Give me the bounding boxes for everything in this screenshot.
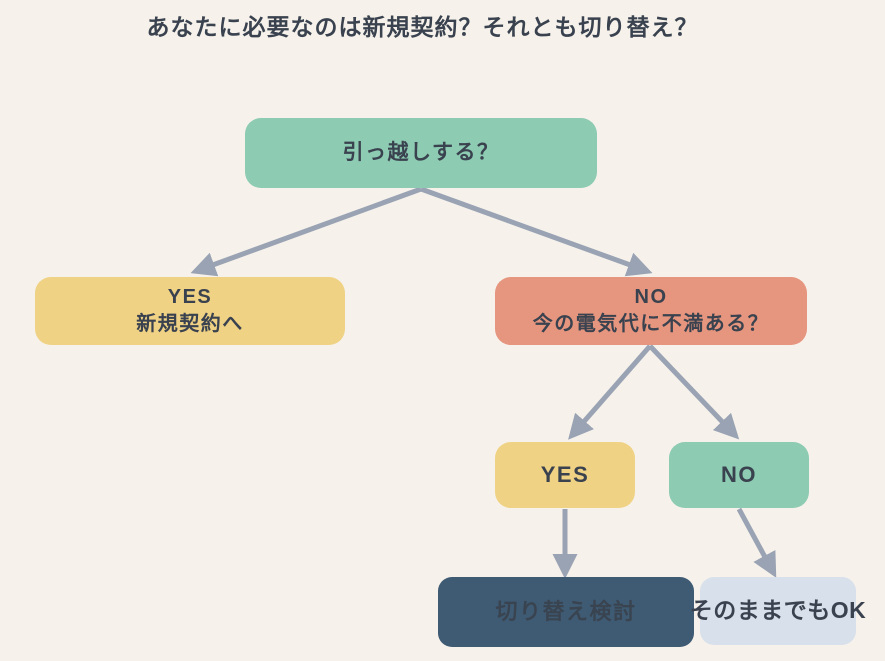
arrow-no-to-yes2 <box>568 344 652 440</box>
node-stay-ok-label: そのままでもOK <box>689 597 867 624</box>
node-stay-ok: そのままでもOK <box>690 577 866 645</box>
node-yes-dissatisfied-label: YES <box>540 462 590 488</box>
node-no-satisfied-label: NO <box>721 462 757 488</box>
node-yes-new-contract-line2: 新規契約へ <box>136 313 244 335</box>
node-yes-dissatisfied: YES <box>495 442 635 508</box>
arrow-no2-to-stay <box>736 507 777 578</box>
node-no-bill-question: NO 今の電気代に不満ある？ <box>495 277 807 345</box>
node-consider-switching: 切り替え検討 <box>438 577 694 647</box>
arrow-root-to-no <box>420 186 653 277</box>
node-moving-question: 引っ越しする？ <box>245 118 597 188</box>
node-moving-question-label: 引っ越しする？ <box>342 140 500 164</box>
node-no-bill-question-line1: NO <box>634 286 668 308</box>
arrow-root-to-yes <box>190 186 422 277</box>
node-consider-switching-label: 切り替え検討 <box>495 599 637 625</box>
arrow-no-to-no2 <box>648 344 740 440</box>
diagram-title: あなたに必要なのは新規契約？それとも切り替え？ <box>146 14 699 40</box>
node-yes-new-contract: YES 新規契約へ <box>35 277 345 345</box>
node-yes-new-contract-line1: YES <box>167 286 213 308</box>
node-no-bill-question-line2: 今の電気代に不満ある？ <box>532 313 770 335</box>
node-no-satisfied: NO <box>669 442 809 508</box>
